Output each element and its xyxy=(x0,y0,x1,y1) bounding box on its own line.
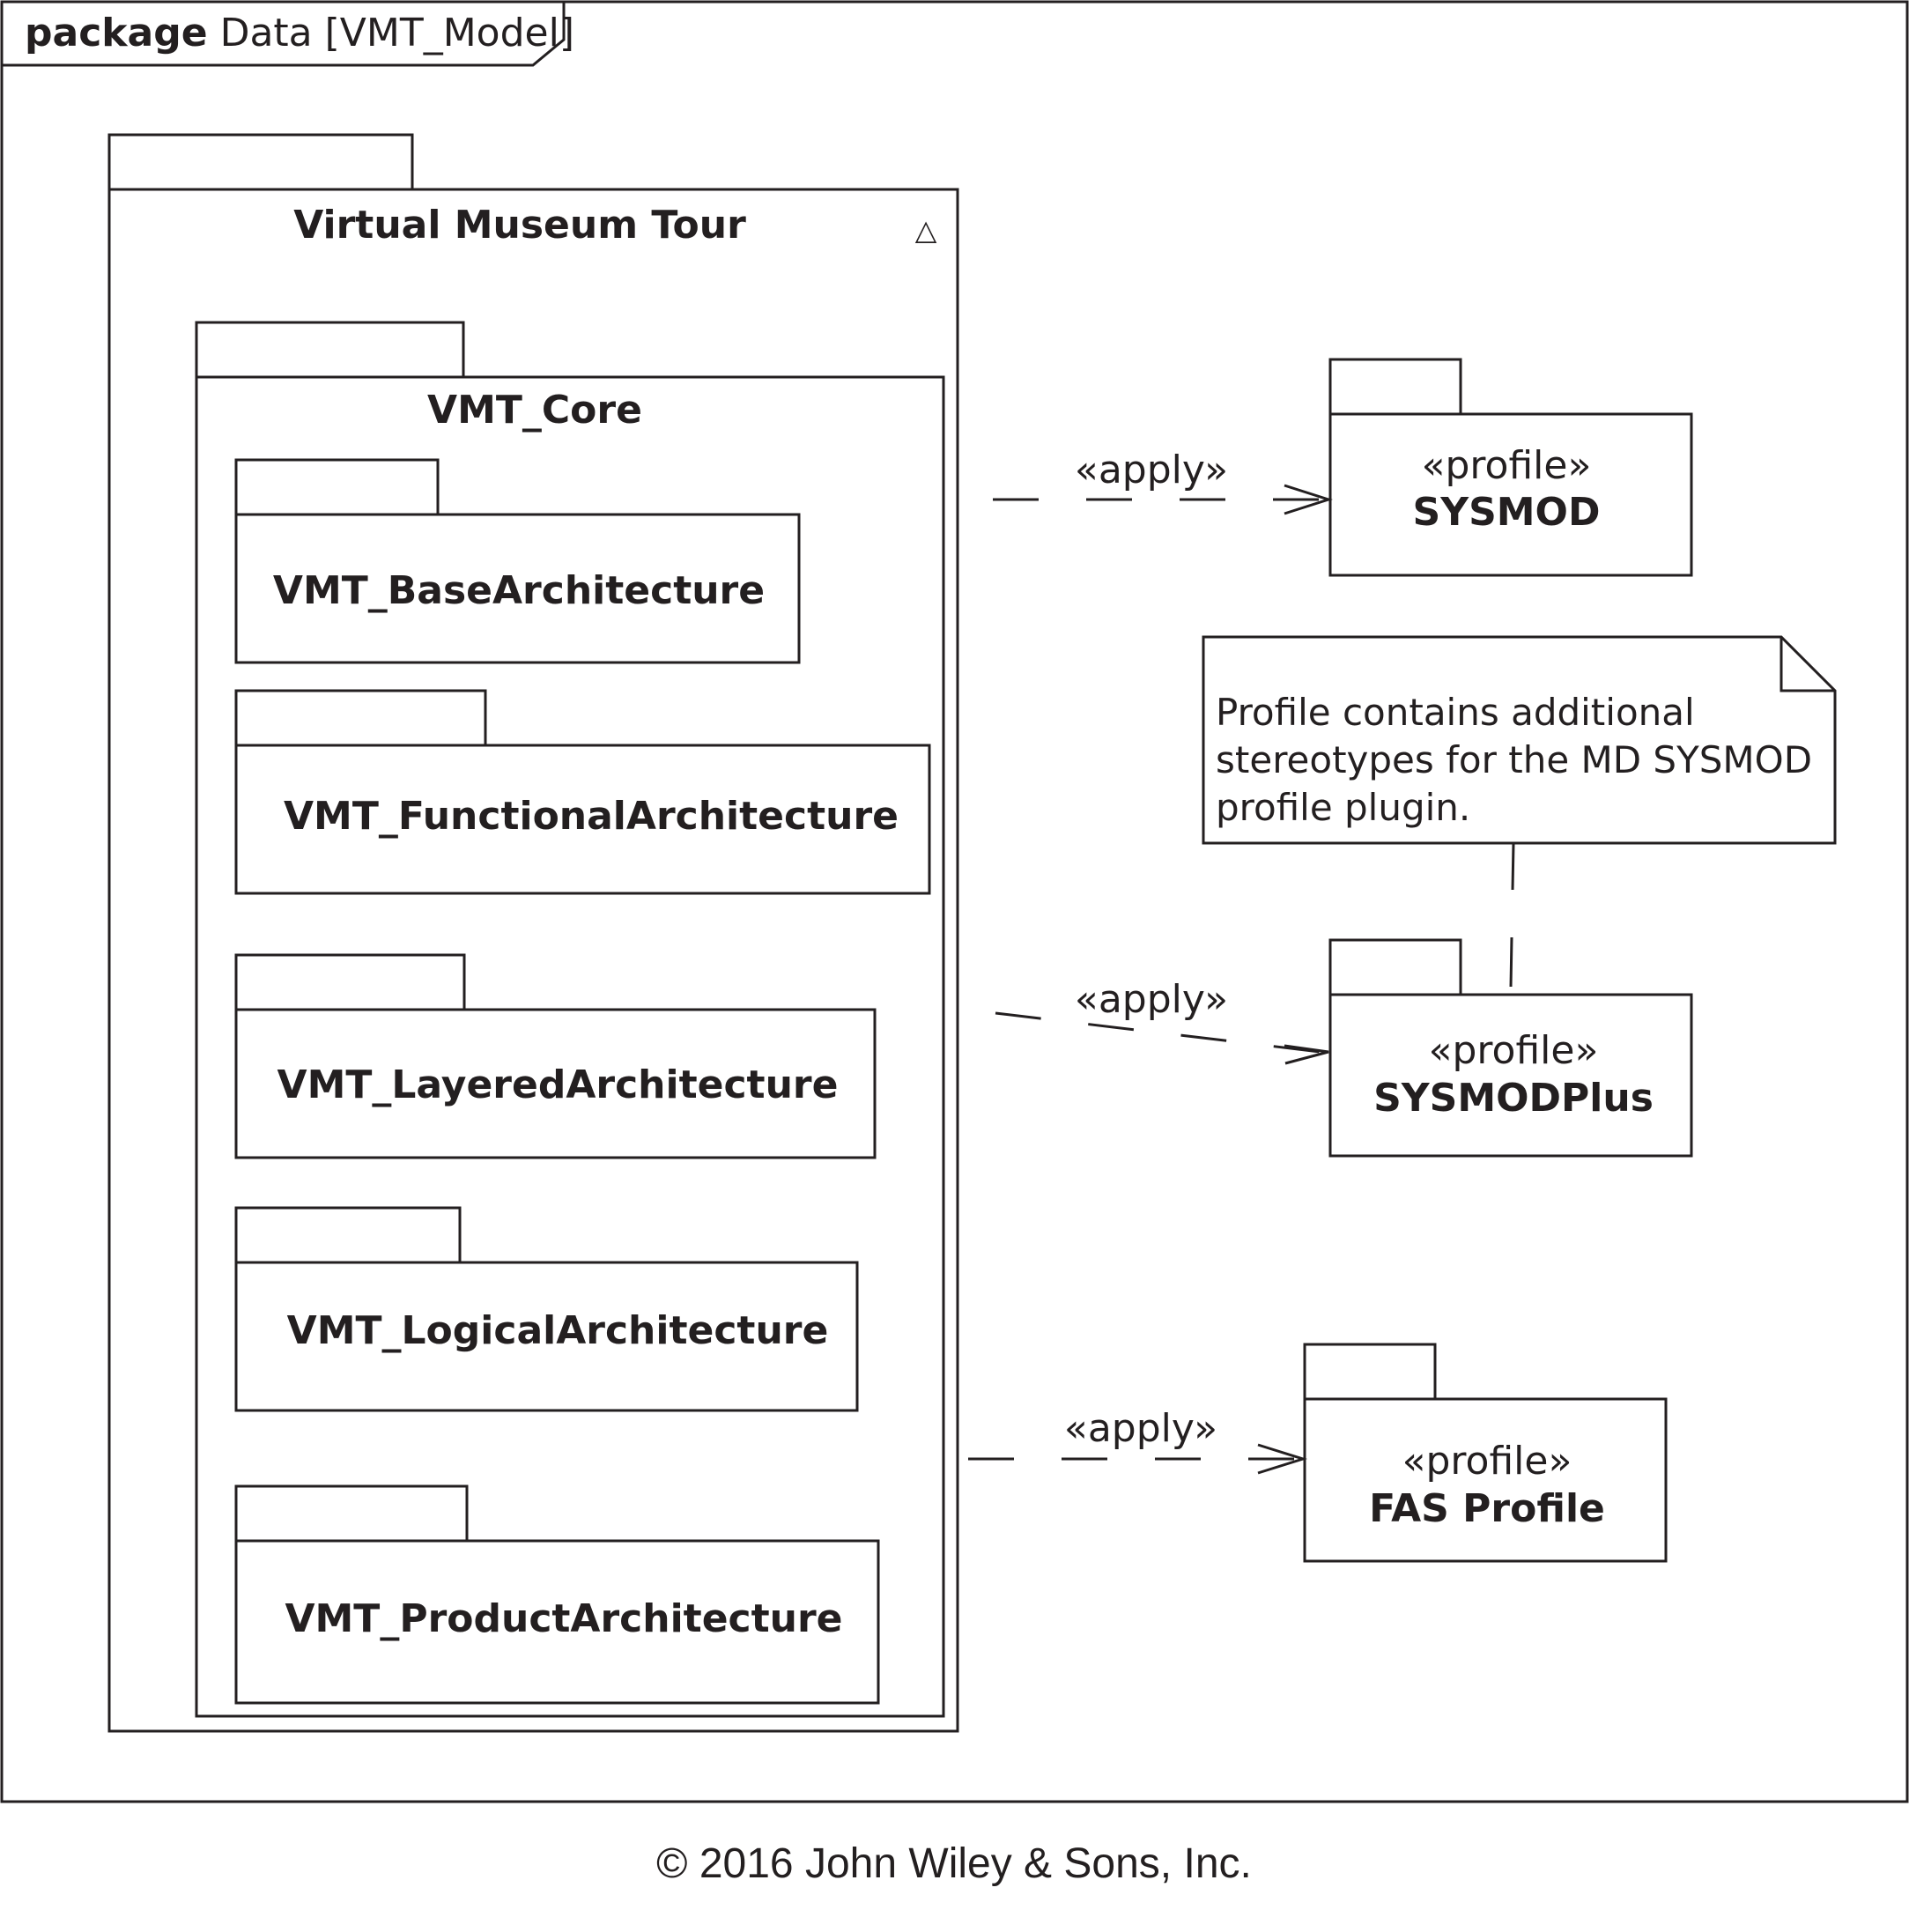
profile-name: SYSMODPlus xyxy=(1373,1076,1654,1121)
package-vmt-product-architecture[interactable]: VMT_ProductArchitecture xyxy=(234,1484,880,1705)
profile-name: SYSMOD xyxy=(1413,490,1601,535)
dependency-label: «apply» xyxy=(1064,1406,1217,1451)
profile-name: FAS Profile xyxy=(1369,1486,1605,1531)
apply-dependency-sysmod: «apply» xyxy=(993,448,1333,515)
package-name: VMT_ProductArchitecture xyxy=(285,1596,842,1641)
note-anchor-line xyxy=(1509,936,1513,988)
stereotype-label: «profile» xyxy=(1402,1439,1572,1484)
package-name: VMT_BaseArchitecture xyxy=(273,568,765,613)
svg-text:Profile contains additional: Profile contains additional stereotypes … xyxy=(1216,691,1824,829)
profile-sysmodplus[interactable]: «profile» SYSMODPlus xyxy=(1328,938,1693,1158)
note-line: Profile contains additional xyxy=(1216,691,1695,734)
package-name: Virtual Museum Tour xyxy=(293,203,746,248)
note: Profile contains additional stereotypes … xyxy=(1202,635,1837,845)
profile-fas[interactable]: «profile» FAS Profile xyxy=(1303,1343,1668,1563)
package-vmt-logical-architecture[interactable]: VMT_LogicalArchitecture xyxy=(234,1206,859,1412)
copyright-text: © 2016 John Wiley & Sons, Inc. xyxy=(656,1840,1252,1887)
package-vmt-functional-architecture[interactable]: VMT_FunctionalArchitecture xyxy=(234,689,931,895)
note-line: stereotypes for the MD SYSMOD xyxy=(1216,738,1812,781)
svg-text:package Data [VMT_Model]: package Data [VMT_Model] xyxy=(25,11,574,56)
package-name: VMT_FunctionalArchitecture xyxy=(284,794,899,839)
apply-dependency-sysmodplus: «apply» xyxy=(995,977,1329,1065)
profile-sysmod[interactable]: «profile» SYSMOD xyxy=(1328,358,1693,577)
package-name: VMT_LogicalArchitecture xyxy=(287,1308,829,1353)
stereotype-label: «profile» xyxy=(1429,1028,1599,1073)
diagram-frame: package Data [VMT_Model] xyxy=(0,0,1909,1803)
triangle-icon: △ xyxy=(915,213,937,247)
frame-keyword: package xyxy=(25,11,208,56)
package-vmt-layered-architecture[interactable]: VMT_LayeredArchitecture xyxy=(234,953,877,1159)
dependency-label: «apply» xyxy=(1075,977,1228,1022)
package-name: VMT_LayeredArchitecture xyxy=(277,1062,839,1107)
note-line: profile plugin. xyxy=(1216,786,1470,829)
stereotype-label: «profile» xyxy=(1422,443,1592,488)
apply-dependency-fas: «apply» xyxy=(968,1406,1308,1475)
package-name: VMT_Core xyxy=(427,388,642,433)
dependency-label: «apply» xyxy=(1075,448,1228,492)
package-vmt-base-architecture[interactable]: VMT_BaseArchitecture xyxy=(234,458,801,664)
frame-title: Data [VMT_Model] xyxy=(220,11,574,56)
